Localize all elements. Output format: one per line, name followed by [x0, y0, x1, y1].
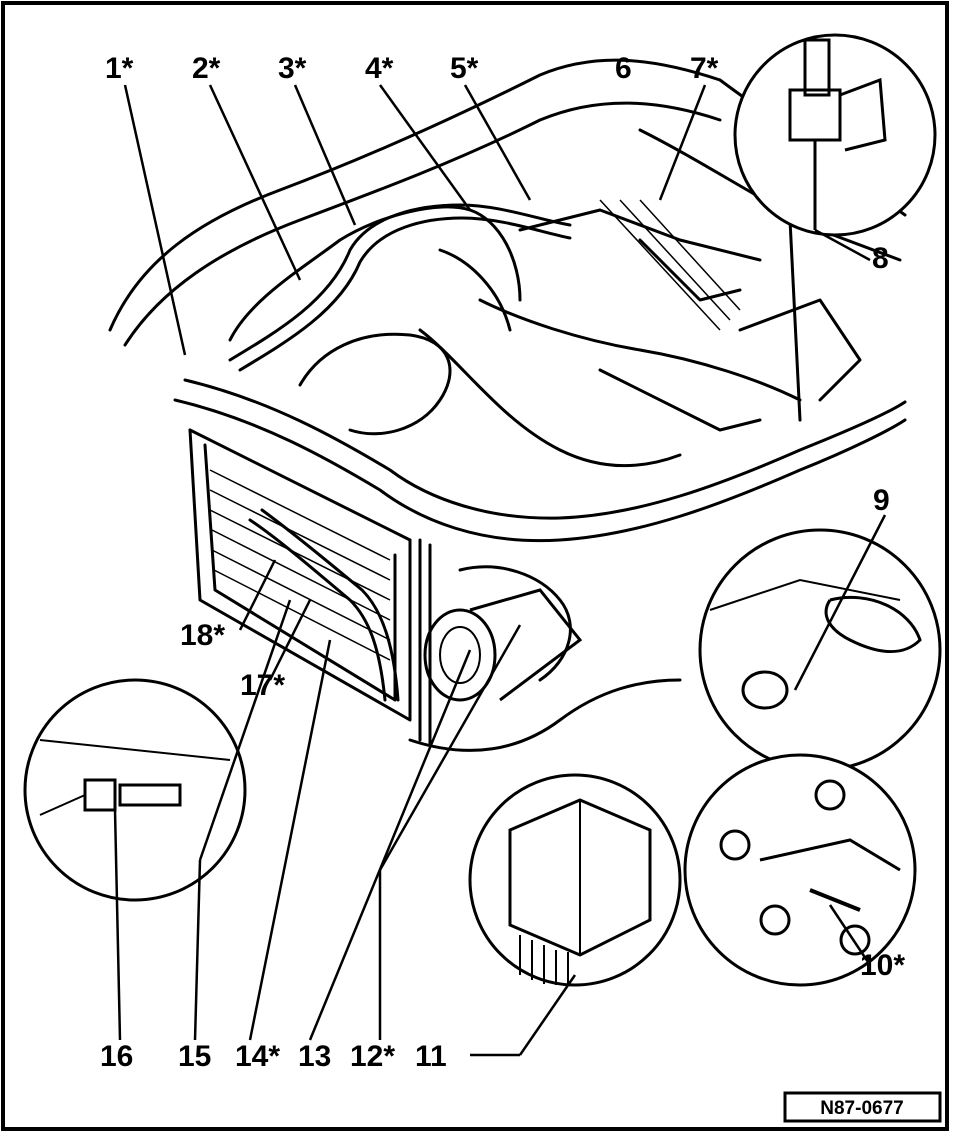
callout-10: 10*: [860, 949, 905, 982]
reference-code: N87-0677: [820, 1098, 903, 1119]
callout-5: 5*: [450, 52, 479, 85]
callout-13: 13: [298, 1040, 331, 1073]
callout-17: 17*: [240, 669, 285, 702]
callout-1: 1*: [105, 52, 134, 85]
detail-circle-10: [683, 753, 917, 987]
callout-11: 11: [415, 1040, 447, 1073]
callout-4: 4*: [365, 52, 394, 85]
callout-labels: 1* 2* 3* 4* 5* 6 7* 8 9 10* 11 12* 13 14…: [100, 52, 905, 1073]
callout-16: 16: [100, 1040, 133, 1073]
callout-7: 7*: [690, 52, 719, 85]
compressor-drawing: [423, 588, 583, 702]
callout-12: 12*: [350, 1040, 395, 1073]
callout-14: 14*: [235, 1040, 280, 1073]
callout-3: 3*: [278, 52, 307, 85]
callout-9: 9: [873, 484, 890, 517]
detail-circle-16: [23, 678, 247, 902]
detail-circle-11: [468, 773, 682, 987]
condenser-fins: [209, 199, 741, 661]
callout-6: 6: [615, 52, 632, 85]
callout-8: 8: [872, 242, 889, 275]
detail-circle-9: [698, 528, 942, 772]
detail-circle-8: [733, 33, 937, 237]
leader-lines: [113, 84, 887, 1056]
callout-18: 18*: [180, 619, 225, 652]
callout-15: 15: [178, 1040, 211, 1073]
callout-2: 2*: [192, 52, 221, 85]
reference-code-box: N87-0677: [783, 1091, 942, 1123]
